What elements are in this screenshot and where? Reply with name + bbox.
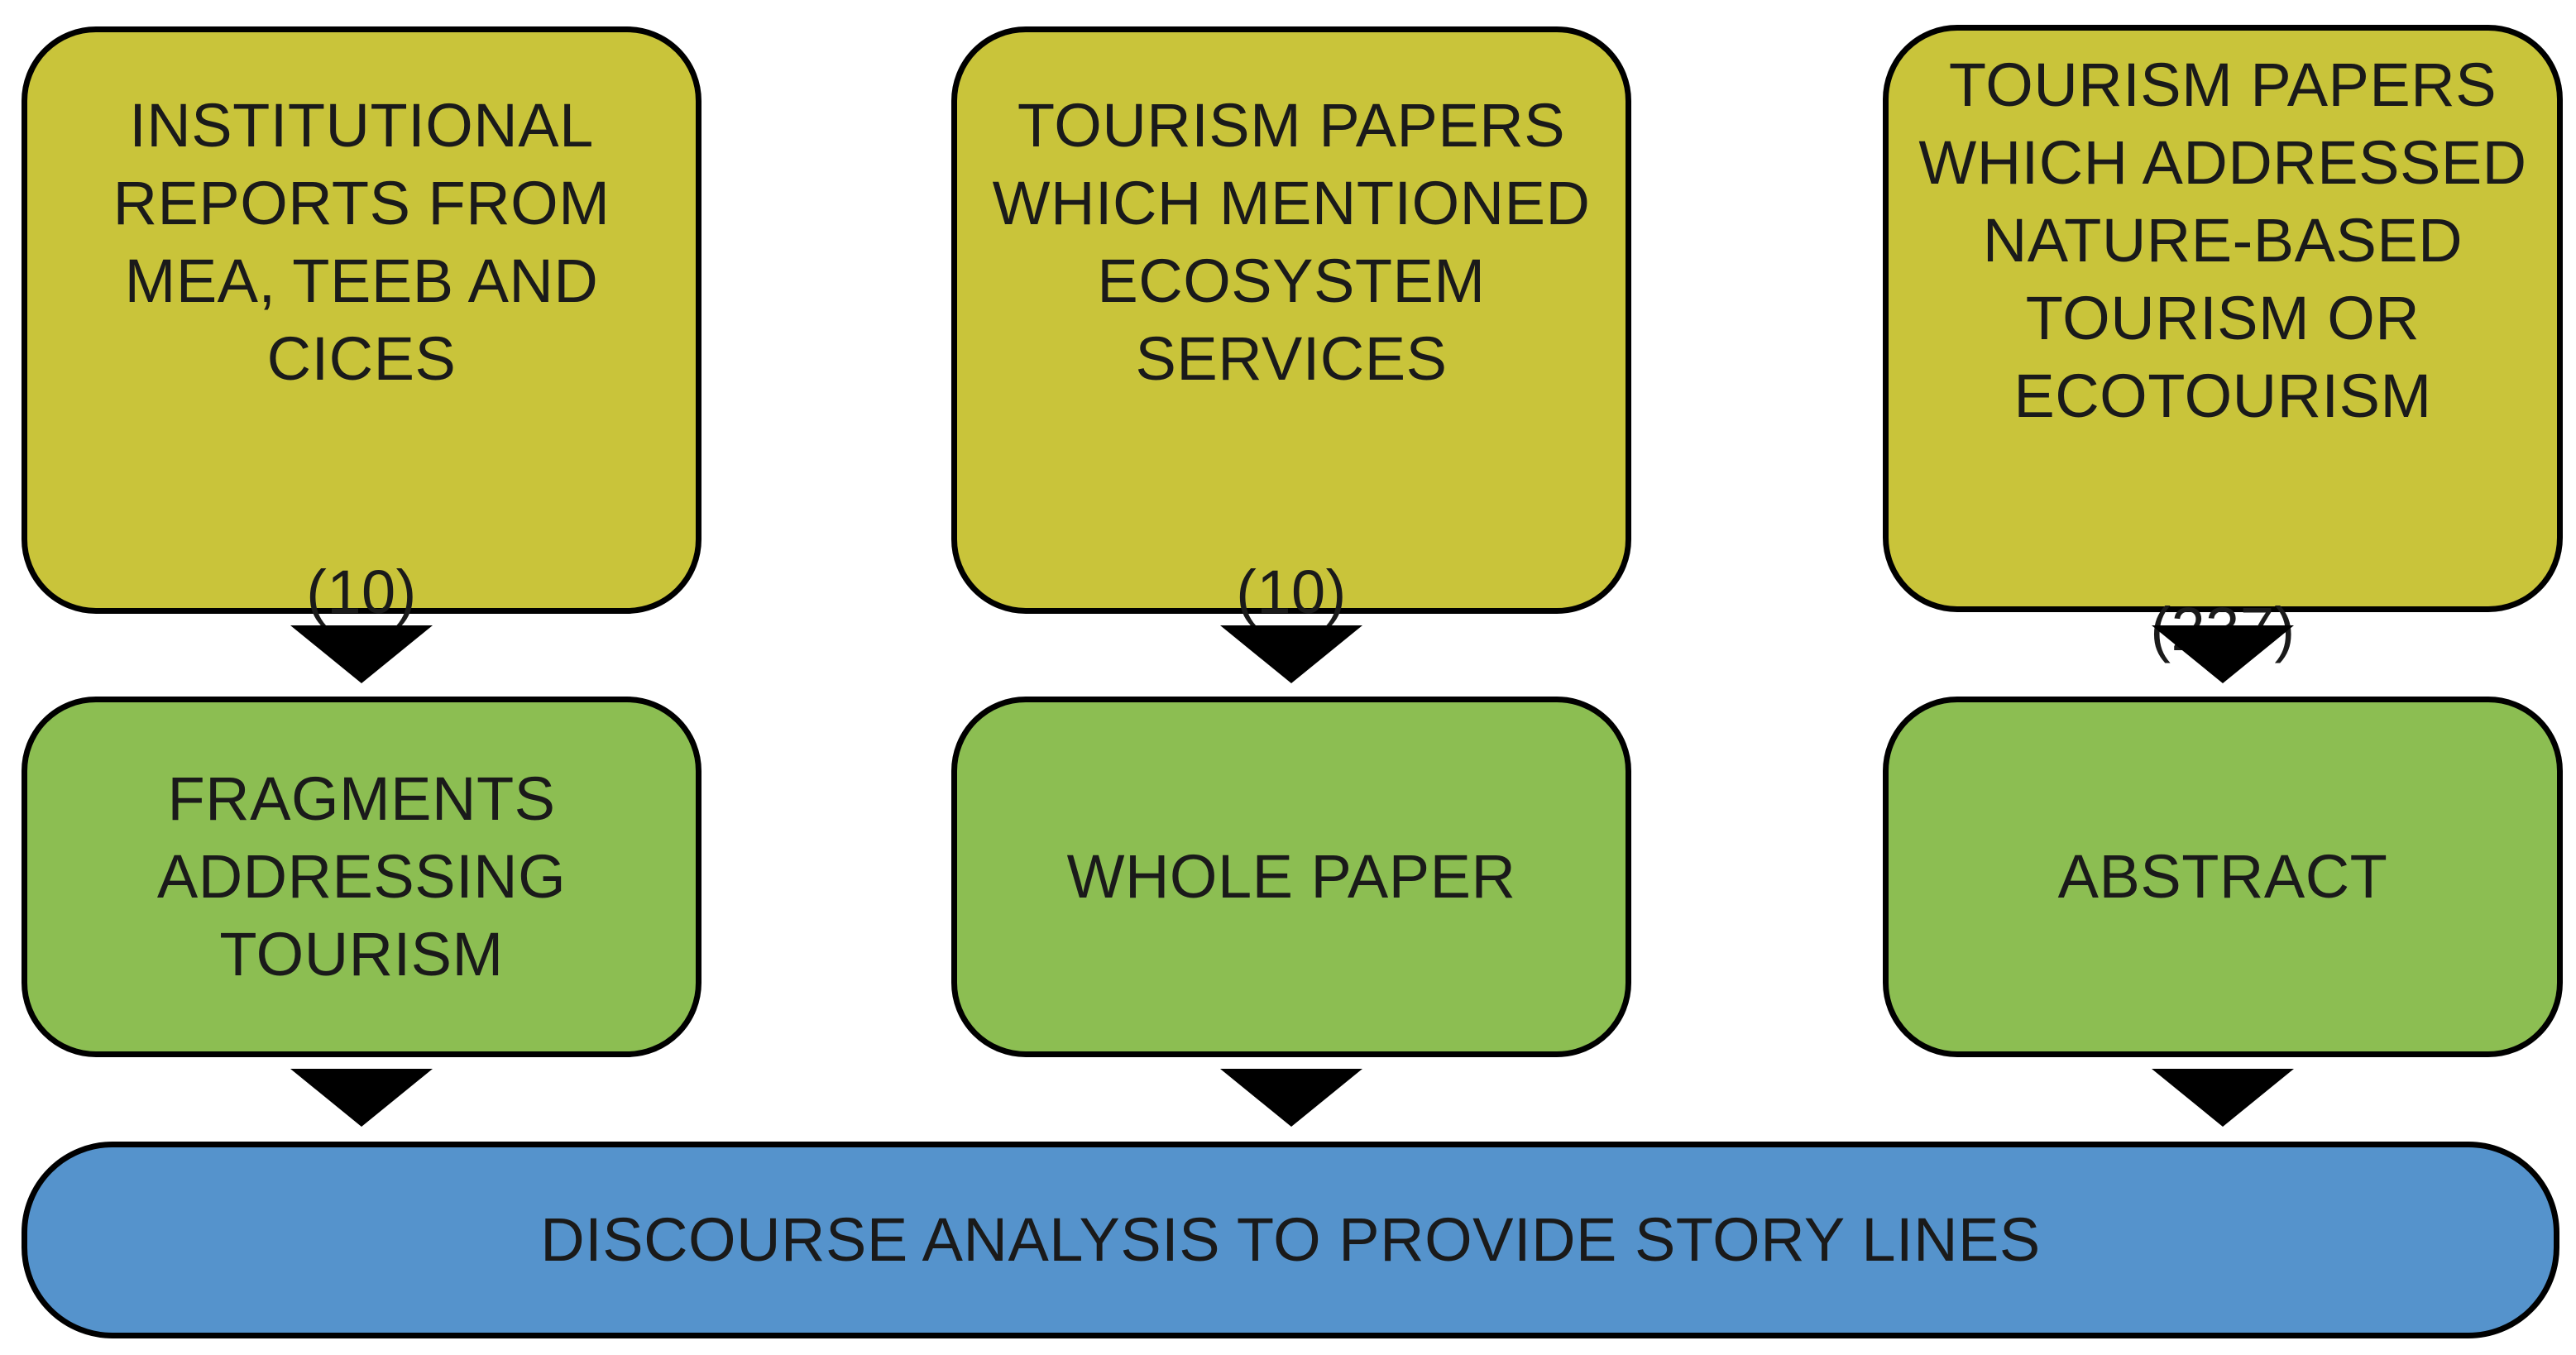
discourse-analysis-box: DISCOURSE ANALYSIS TO PROVIDE STORY LINE… <box>22 1142 2559 1338</box>
down-arrow-icon <box>290 1069 433 1127</box>
source-label: TOURISM PAPERS WHICH ADDRESSED NATURE-BA… <box>1918 50 2527 430</box>
source-label: TOURISM PAPERS WHICH MENTIONED ECOSYSTEM… <box>992 91 1591 393</box>
source-count: (10) <box>1236 558 1347 626</box>
down-arrow-icon <box>290 625 433 683</box>
method-box-whole-paper: WHOLE PAPER <box>951 697 1631 1057</box>
method-box-abstract: ABSTRACT <box>1883 697 2563 1057</box>
source-box-institutional-reports: INSTITUTIONAL REPORTS FROM MEA, TEEB AND… <box>22 26 701 626</box>
source-label: INSTITUTIONAL REPORTS FROM MEA, TEEB AND… <box>113 91 610 393</box>
down-arrow-icon <box>1220 1069 1362 1127</box>
down-arrow-icon <box>1220 625 1362 683</box>
method-label: ABSTRACT <box>2057 842 2388 911</box>
source-box-ecosystem-services-papers: TOURISM PAPERS WHICH MENTIONED ECOSYSTEM… <box>951 26 1631 626</box>
source-count: (10) <box>306 558 417 626</box>
method-label: WHOLE PAPER <box>1066 842 1516 911</box>
down-arrow-icon <box>2152 1069 2294 1127</box>
down-arrow-icon <box>2152 625 2294 683</box>
source-box-ecotourism-papers: TOURISM PAPERS WHICH ADDRESSED NATURE-BA… <box>1883 25 2563 663</box>
method-box-fragments: FRAGMENTS ADDRESSING TOURISM <box>22 697 701 1057</box>
analysis-label: DISCOURSE ANALYSIS TO PROVIDE STORY LINE… <box>540 1205 2041 1274</box>
method-label: FRAGMENTS ADDRESSING TOURISM <box>156 764 567 989</box>
